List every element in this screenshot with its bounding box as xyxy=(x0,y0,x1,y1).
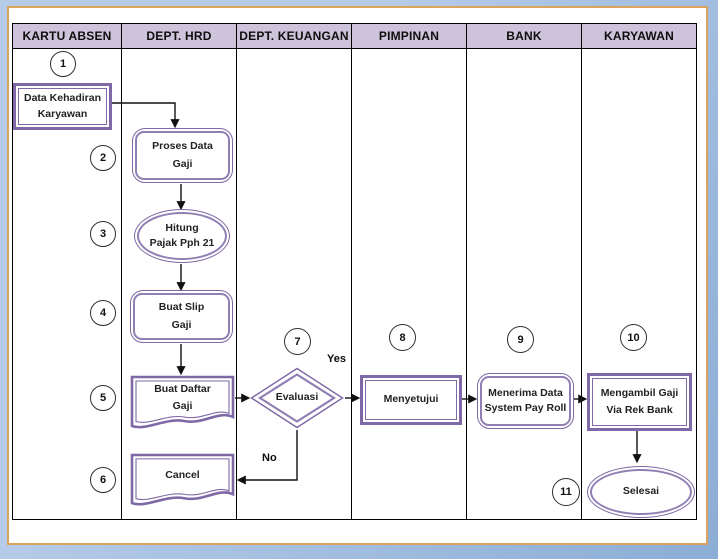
node-buat-slip-line1: Buat Slip xyxy=(158,300,205,313)
swimlane-table: KARTU ABSEN DEPT. HRD DEPT. KEUANGAN PIM… xyxy=(12,23,697,520)
document-shape xyxy=(130,453,235,506)
node-hitung-line1: Hitung xyxy=(165,222,199,235)
lane-header-karyawan: KARYAWAN xyxy=(603,29,675,43)
lane-header-bank: BANK xyxy=(467,24,582,48)
step-circle-3: 3 xyxy=(90,221,116,247)
step-circle-11: 11 xyxy=(552,478,580,506)
step-circle-4: 4 xyxy=(90,300,116,326)
node-buat-daftar-line2: Gaji xyxy=(172,400,193,412)
step-circle-6: 6 xyxy=(90,467,116,493)
node-mengambil-line1: Mengambil Gaji xyxy=(600,387,679,400)
node-data-kehadiran-karyawan: Data Kehadiran Karyawan xyxy=(13,83,112,130)
lane-dept-keuangan xyxy=(237,49,352,519)
lane-bank xyxy=(467,49,582,519)
node-menyetujui-label: Menyetujui xyxy=(383,393,439,406)
node-cancel: Cancel xyxy=(130,453,235,510)
step-circle-7: 7 xyxy=(284,328,311,355)
diamond-shape xyxy=(250,367,344,429)
node-cancel-label: Cancel xyxy=(165,468,200,481)
node-data-kehadiran-line1: Data Kehadiran xyxy=(23,91,102,104)
lane-karyawan xyxy=(582,49,696,519)
branch-label-no: No xyxy=(262,452,277,464)
step-circle-9: 9 xyxy=(507,326,534,353)
node-proses-data-gaji: Proses Data Gaji xyxy=(132,128,233,183)
node-proses-line2: Gaji xyxy=(172,158,193,170)
step-circle-10: 10 xyxy=(620,324,647,351)
node-evaluasi-decision: Evaluasi xyxy=(250,367,344,429)
node-menerima-line1: Menerima Data xyxy=(488,386,563,399)
node-evaluasi-label: Evaluasi xyxy=(275,391,319,404)
node-mengambil-gaji: Mengambil Gaji Via Rek Bank xyxy=(587,373,692,431)
branch-label-yes: Yes xyxy=(327,353,346,365)
node-menerima-line2: System Pay Roll xyxy=(484,402,567,414)
node-menerima-data: Menerima Data System Pay Roll xyxy=(477,373,574,429)
node-menyetujui: Menyetujui xyxy=(360,375,462,425)
lane-header-row: KARTU ABSEN DEPT. HRD DEPT. KEUANGAN PIM… xyxy=(13,24,696,49)
node-mengambil-line2: Via Rek Bank xyxy=(606,403,673,416)
lane-header-dept-keuangan: DEPT. KEUANGAN xyxy=(237,24,352,48)
node-hitung-pajak: Hitung Pajak Pph 21 xyxy=(134,209,230,263)
node-buat-daftar-line1: Buat Daftar xyxy=(154,382,211,395)
lane-header-dept-hrd: DEPT. HRD xyxy=(122,24,237,48)
node-buat-slip-gaji: Buat Slip Gaji xyxy=(130,290,233,343)
step-circle-5: 5 xyxy=(90,385,116,411)
step-circle-2: 2 xyxy=(90,145,116,171)
lane-dept-hrd xyxy=(122,49,237,519)
node-buat-daftar-gaji: Buat Daftar Gaji xyxy=(130,375,235,433)
document-shape xyxy=(130,375,235,429)
node-hitung-line2: Pajak Pph 21 xyxy=(149,236,215,249)
node-selesai-label: Selesai xyxy=(622,485,660,498)
lane-body-row xyxy=(13,49,696,519)
node-buat-slip-line2: Gaji xyxy=(171,319,192,331)
lane-header-pimpinan: PIMPINAN xyxy=(352,24,467,48)
node-selesai: Selesai xyxy=(587,466,695,518)
node-proses-line1: Proses Data xyxy=(152,139,213,152)
step-circle-8: 8 xyxy=(389,324,416,351)
node-data-kehadiran-line2: Karyawan xyxy=(37,108,88,120)
lane-header-kartu-absen: KARTU ABSEN xyxy=(13,24,122,48)
step-circle-1: 1 xyxy=(50,51,76,77)
lane-pimpinan xyxy=(352,49,467,519)
lane-kartu-absen xyxy=(13,49,122,519)
